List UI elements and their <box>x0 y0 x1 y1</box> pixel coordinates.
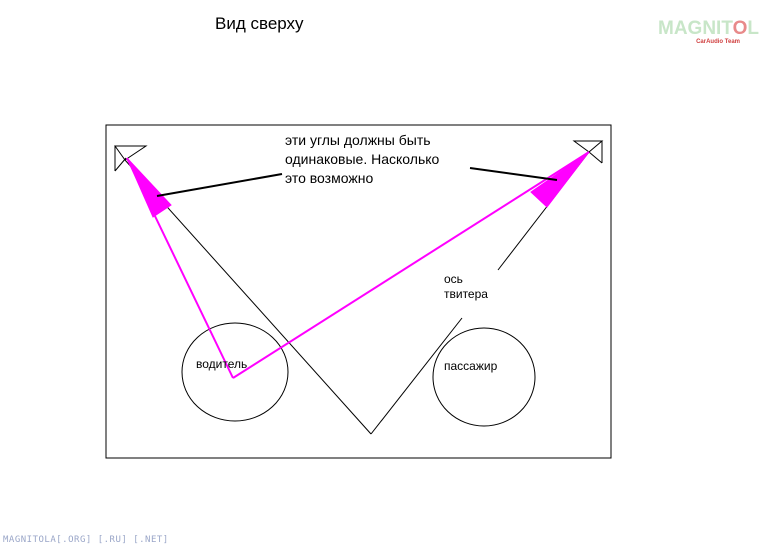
magnitola-logo: MAGNITOLA CarAudio Team <box>658 18 759 50</box>
tweeter-axis-label: ось твитера <box>444 272 488 301</box>
car-outline <box>105 124 612 459</box>
footer-watermark: MAGNITOLA[.ORG] [.RU] [.NET] <box>3 535 169 545</box>
left-angle-wedge <box>126 157 172 218</box>
right-angle-wedge <box>530 151 590 208</box>
left-tweeter-to-driver-line <box>126 157 234 379</box>
angle-note-line: эти углы должны быть <box>285 132 431 148</box>
logo-wordmark: MAGNITOLA <box>658 18 759 39</box>
angle-note: эти углы должны быть одинаковые. Насколь… <box>285 131 439 188</box>
note-pointer-left <box>156 173 283 197</box>
driver-seat-circle <box>181 322 289 422</box>
page-title: Вид сверху <box>215 14 304 33</box>
note-pointer-right <box>469 167 558 181</box>
angle-note-line: это возможно <box>285 170 374 186</box>
left-tweeter-icon <box>114 145 148 172</box>
angle-note-line: одинаковые. Насколько <box>285 151 440 167</box>
logo-subtitle: CarAudio Team <box>696 39 740 45</box>
passenger-label: пассажир <box>444 359 498 373</box>
right-tweeter-axis-lower <box>370 317 463 435</box>
passenger-seat-circle <box>432 327 536 427</box>
right-tweeter-icon <box>572 140 604 164</box>
right-tweeter-to-driver-line <box>232 151 590 379</box>
driver-label: водитель <box>196 357 248 371</box>
